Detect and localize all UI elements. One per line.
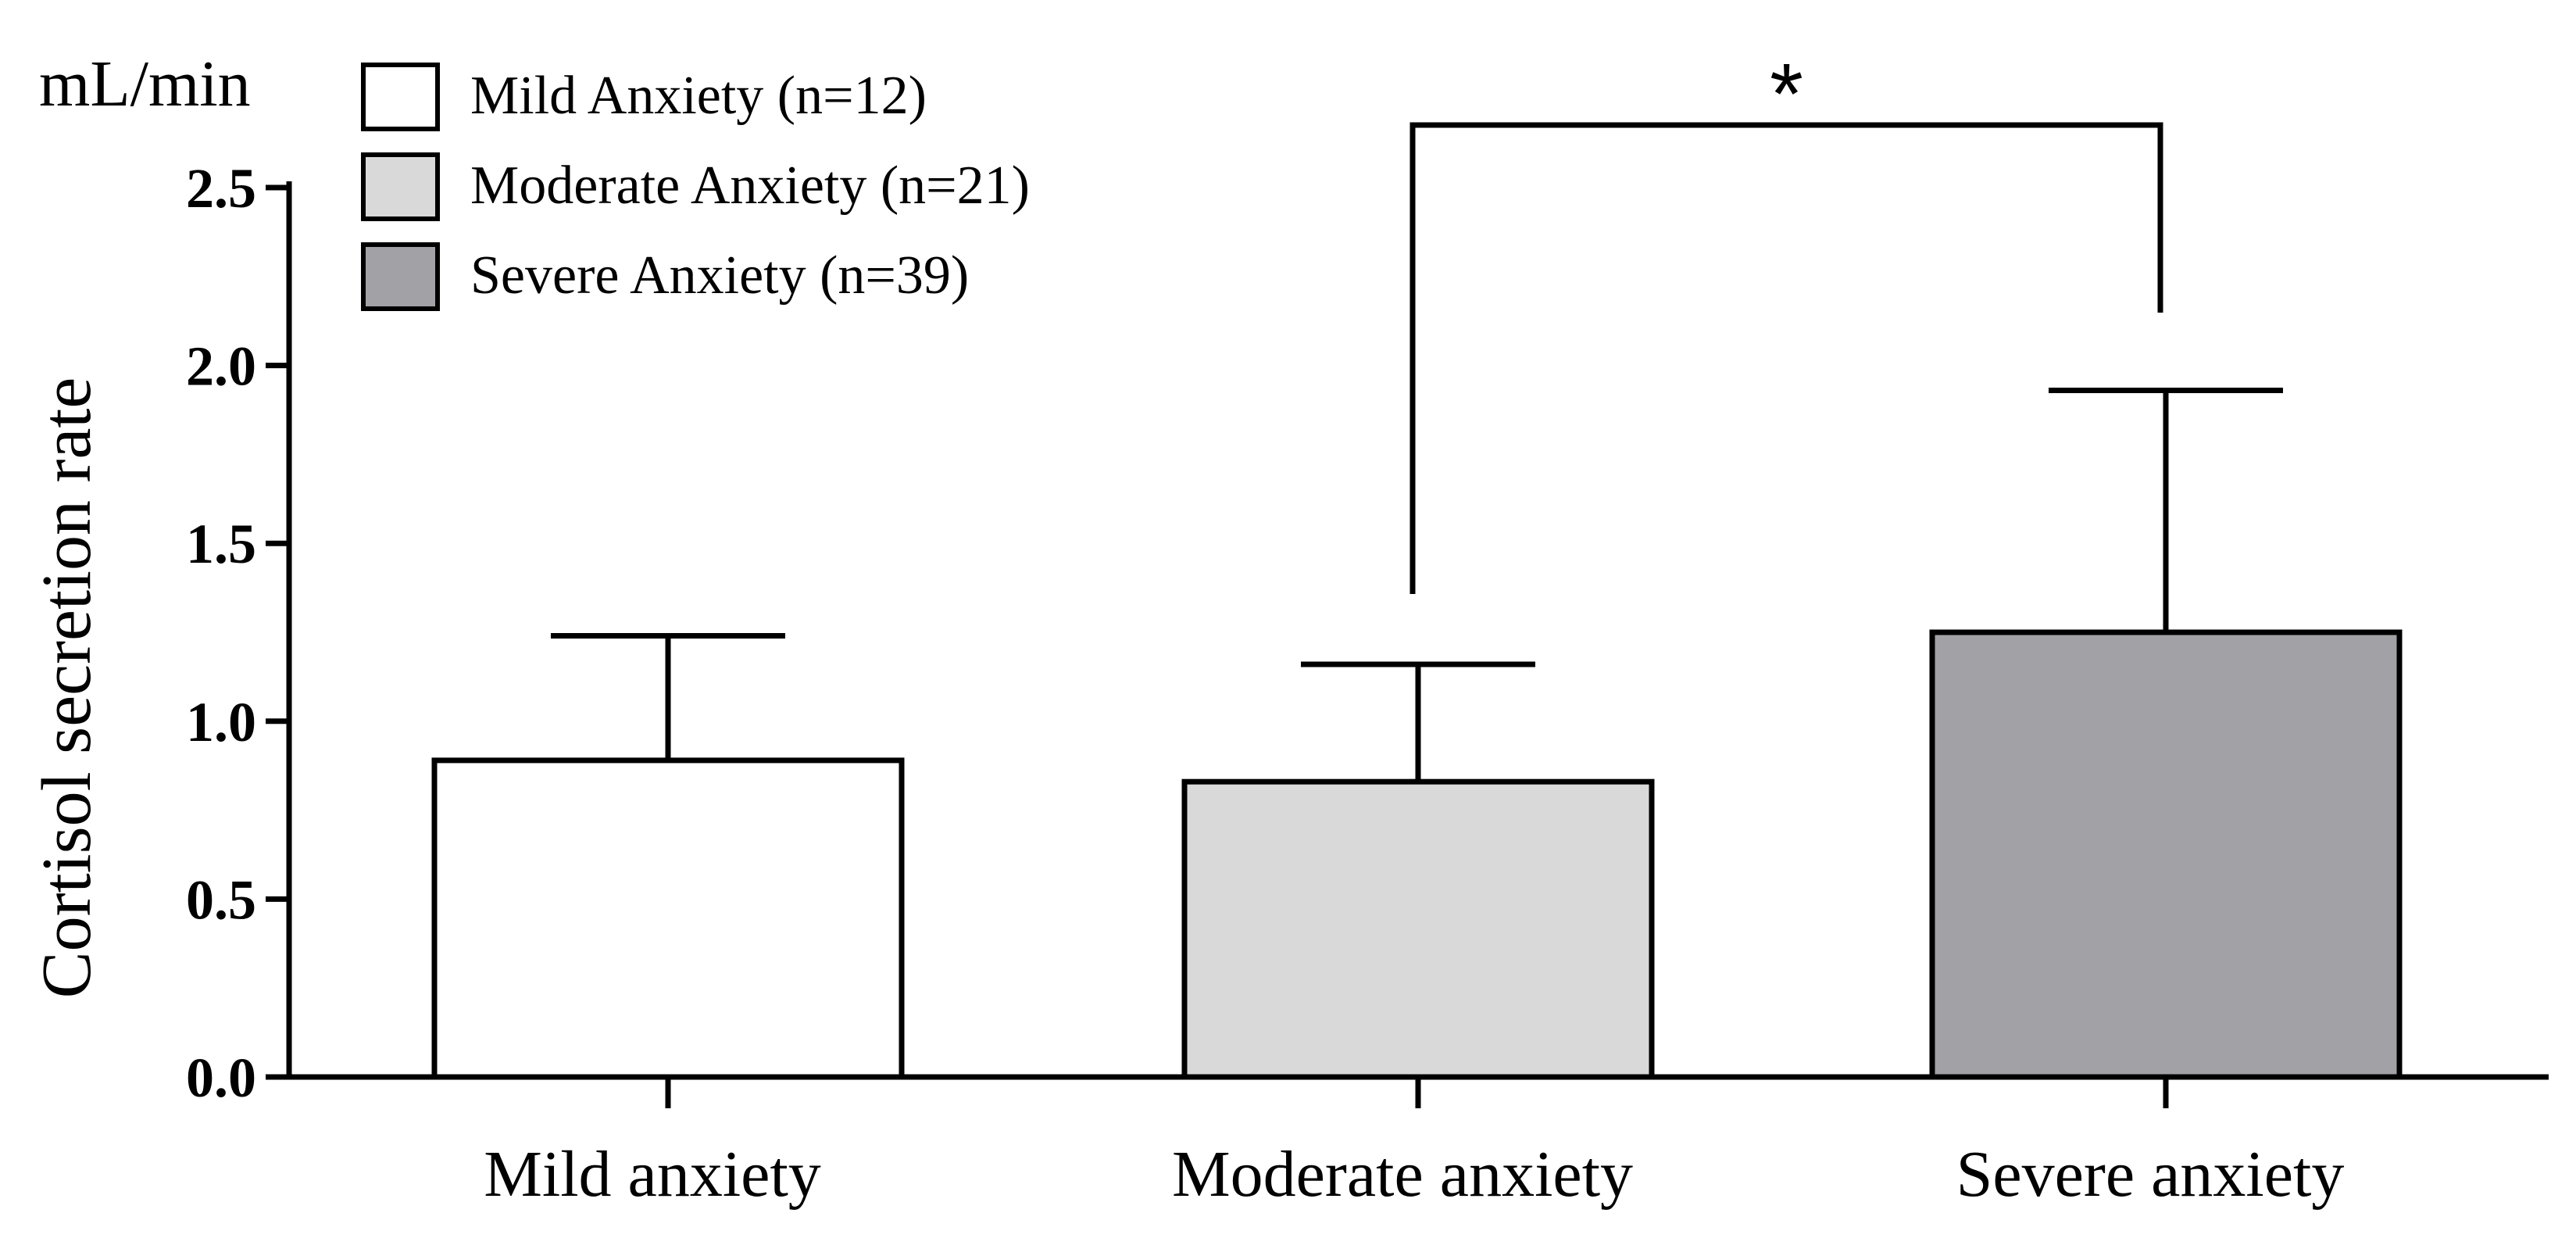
y-tick-label: 0.0 <box>186 1047 256 1109</box>
legend-label: Mild Anxiety (n=12) <box>470 66 927 126</box>
y-tick-label: 0.5 <box>186 868 256 931</box>
legend-swatch-2 <box>361 152 440 221</box>
error-bars <box>551 387 2283 782</box>
bar-3 <box>1929 629 2403 1080</box>
significance-bracket: * <box>1409 46 2163 594</box>
legend-label: Moderate Anxiety (n=21) <box>470 156 1030 216</box>
x-category-label: Severe anxiety <box>1956 1138 2345 1211</box>
x-ticks: Mild anxiety Moderate anxiety Severe anxie… <box>484 1077 2344 1211</box>
significance-line <box>1409 122 2163 594</box>
legend: Mild Anxiety (n=12) Moderate Anxiety (n=2… <box>361 63 1030 311</box>
y-ticks: 0.0 0.5 1.0 1.5 2.0 2.5 <box>186 157 289 1109</box>
significance-star: * <box>1770 46 1803 142</box>
y-axis-title: Cortisol secretion rate <box>28 377 105 999</box>
legend-swatch-1 <box>361 63 440 131</box>
y-tick-label: 1.5 <box>186 513 256 575</box>
x-category-label: Mild anxiety <box>484 1138 821 1211</box>
x-category-label: Moderate anxiety <box>1172 1138 1633 1211</box>
legend-swatch-3 <box>361 242 440 311</box>
bar-1 <box>431 757 905 1080</box>
y-tick-label: 1.0 <box>186 691 256 753</box>
bars <box>431 629 2403 1080</box>
legend-label: Severe Anxiety (n=39) <box>470 245 969 306</box>
y-tick-label: 2.5 <box>186 157 256 220</box>
bar-2 <box>1181 778 1655 1080</box>
y-unit-label: mL/min <box>39 48 251 120</box>
y-tick-label: 2.0 <box>186 335 256 398</box>
